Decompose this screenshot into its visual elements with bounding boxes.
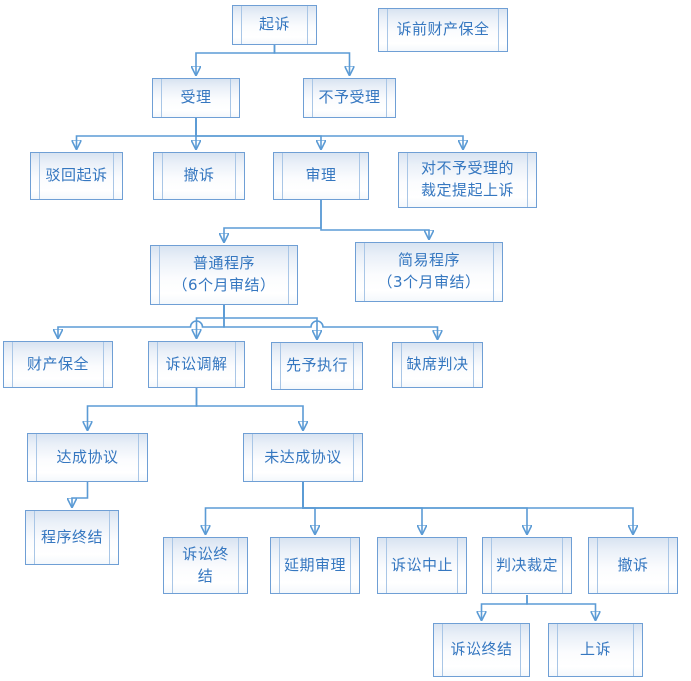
edge-accept-appeal-ruling [195, 118, 463, 149]
edge-mediation-agreement [88, 388, 198, 430]
edge-accept-dismiss [77, 118, 197, 149]
node-litigation-mediation-label: 诉讼调解 [165, 354, 228, 373]
node-default-judgment-label: 缺席判决 [406, 355, 469, 374]
node-dismiss-lawsuit: 驳回起诉 [30, 152, 123, 200]
edge-trial-ordinary [224, 200, 322, 242]
edge-accept-trial [195, 118, 321, 149]
edge-ordinary-advance-execution [223, 305, 317, 339]
edge-judgment-appeal [526, 595, 596, 620]
edge-no-agreement-postponed [302, 482, 315, 534]
node-accept: 受理 [152, 78, 240, 118]
node-property-preservation-label: 财产保全 [26, 354, 89, 373]
node-pre-litigation-preservation-label: 诉前财产保全 [396, 20, 490, 39]
edge-agreement-procedure-end [72, 482, 89, 507]
node-litigation-end-1-label: 诉讼终结 [182, 544, 229, 585]
edge-no-agreement-suspended [302, 482, 422, 534]
node-appeal: 上诉 [548, 623, 643, 677]
node-appeal-label: 上诉 [579, 640, 611, 659]
node-default-judgment: 缺席判决 [392, 342, 483, 388]
edge-file-lawsuit-not-accept [273, 45, 350, 75]
node-litigation-end-1: 诉讼终结 [163, 537, 248, 594]
node-judgment-ruling: 判决裁定 [482, 537, 572, 594]
edge-no-agreement-litigation-end [206, 482, 304, 534]
node-procedure-end-label: 程序终结 [40, 527, 103, 546]
edge-mediation-no-agreement [195, 388, 304, 430]
node-withdraw-lawsuit: 撤诉 [153, 152, 245, 200]
node-postponed-trial-label: 延期审理 [283, 555, 346, 574]
node-pre-litigation-preservation: 诉前财产保全 [378, 8, 508, 52]
node-advance-execution: 先予执行 [271, 342, 363, 390]
node-ordinary-procedure: 普通程序 （6个月审结） [150, 245, 298, 305]
node-withdraw-lawsuit-label: 撤诉 [183, 166, 215, 185]
node-accept-label: 受理 [180, 88, 212, 107]
node-withdraw-lawsuit-2-label: 撤诉 [617, 555, 649, 574]
edge-ordinary-property-preservation [58, 305, 225, 338]
node-litigation-suspended: 诉讼中止 [377, 537, 467, 594]
edge-file-lawsuit-accept [196, 45, 276, 75]
edge-no-agreement-withdraw [302, 482, 633, 534]
node-no-agreement: 未达成协议 [243, 433, 363, 482]
node-appeal-nonacceptance-ruling: 对不予受理的 裁定提起上诉 [398, 152, 537, 208]
node-ordinary-procedure-label: 普通程序 （6个月审结） [172, 254, 276, 294]
node-postponed-trial: 延期审理 [270, 537, 360, 594]
node-no-agreement-label: 未达成协议 [264, 447, 342, 466]
edge-no-agreement-judgment [302, 482, 527, 534]
node-dismiss-lawsuit-label: 驳回起诉 [45, 166, 108, 185]
node-appeal-nonacceptance-ruling-label: 对不予受理的 裁定提起上诉 [420, 159, 514, 199]
node-trial-label: 审理 [305, 166, 337, 185]
node-property-preservation: 财产保全 [3, 341, 113, 388]
node-litigation-suspended-label: 诉讼中止 [390, 555, 453, 574]
node-judgment-ruling-label: 判决裁定 [495, 555, 558, 574]
node-litigation-end-2-label: 诉讼终结 [450, 640, 513, 659]
node-advance-execution-label: 先予执行 [285, 356, 348, 375]
node-file-lawsuit-label: 起诉 [258, 15, 290, 34]
node-summary-procedure: 简易程序 （3个月审结） [355, 242, 503, 302]
node-agreement-reached: 达成协议 [27, 433, 148, 482]
node-withdraw-lawsuit-2: 撤诉 [588, 537, 678, 594]
node-litigation-end-2: 诉讼终结 [433, 623, 530, 677]
node-summary-procedure-label: 简易程序 （3个月审结） [377, 251, 481, 291]
edge-judgment-litigation-end [482, 595, 528, 620]
node-procedure-end: 程序终结 [25, 510, 119, 565]
node-trial: 审理 [273, 152, 369, 200]
node-agreement-reached-label: 达成协议 [56, 447, 119, 466]
node-litigation-mediation: 诉讼调解 [148, 341, 245, 388]
node-not-accept: 不予受理 [303, 78, 396, 118]
edge-ordinary-default-judgment [223, 305, 438, 339]
edge-ordinary-mediation [197, 305, 225, 338]
node-file-lawsuit: 起诉 [232, 5, 317, 45]
node-not-accept-label: 不予受理 [318, 88, 381, 107]
